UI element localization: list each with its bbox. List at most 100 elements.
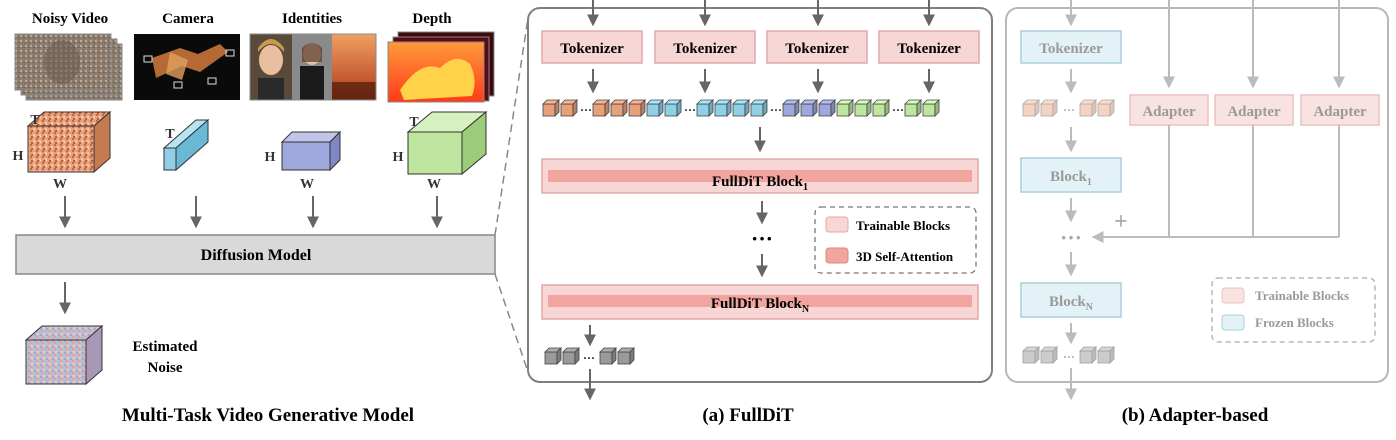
token-ellipsis: ··· [892,103,904,117]
depth-latent-cube [406,110,488,176]
fulldit-token-row: ············ [542,99,940,117]
adapter-block-3: Adapter [1300,94,1380,126]
token-ellipsis: ··· [580,103,592,117]
adapter-panel: Tokenizer ··· Adapter Adapter Adapter + … [1005,0,1389,426]
axis-w-identity: W [300,177,314,192]
token-cube [664,99,682,117]
estimated-noise-label-line2: Noise [148,360,183,376]
token-ellipsis: ··· [583,351,595,365]
token-cube [800,99,818,117]
token-cube [922,99,940,117]
token-cube [1097,99,1115,117]
token-cube [904,99,922,117]
token-cube [872,99,890,117]
input-label-identities: Identities [282,11,342,27]
legend-attention-swatch [825,247,849,264]
token-cube [542,99,560,117]
estimated-noise-label-line1: Estimated [133,339,199,355]
input-label-noisy-video: Noisy Video [32,11,108,27]
token-cube [628,99,646,117]
legend-trainable-swatch-b [1221,287,1245,304]
token-cube [646,99,664,117]
camera-trajectory-thumbnail [134,34,240,100]
svg-text:Tokenizer: Tokenizer [673,41,737,57]
axis-h-video: H [13,149,24,164]
axis-w-video: W [53,177,67,192]
legend-frozen-swatch [1221,314,1245,331]
output-token-cube [1079,346,1097,364]
legend-trainable-label: Trainable Blocks [856,218,950,233]
token-cube [560,99,578,117]
adapter-block-2: Adapter [1214,94,1294,126]
left-panel: Noisy Video Camera Identities Depth [13,11,496,426]
adapter-frozen-block-1: Block1 [1020,157,1122,193]
fulldit-panel: Tokenizer Tokenizer Tokenizer Tokenizer … [527,0,993,426]
svg-text:Tokenizer: Tokenizer [560,41,624,57]
svg-text:FullDiT Block1: FullDiT Block1 [712,174,808,193]
token-cube [732,99,750,117]
token-ellipsis: ··· [1063,103,1075,117]
token-cube [782,99,800,117]
left-caption: Multi-Task Video Generative Model [122,405,414,426]
adapter-caption: (b) Adapter-based [1122,405,1269,426]
token-cube [818,99,836,117]
output-token-cube [1040,346,1058,364]
adapter-legend: Trainable Blocks Frozen Blocks [1211,277,1376,343]
noisy-video-latent-cube [26,110,112,174]
adapter-plus-sign: + [1114,209,1128,235]
input-label-depth: Depth [412,11,452,27]
adapter-tokenizer: Tokenizer [1020,30,1122,64]
token-cube [1022,99,1040,117]
token-cube [750,99,768,117]
identity-photos-thumbnail [249,33,377,101]
adapter-block-1: Adapter [1129,94,1209,126]
legend-trainable-swatch [825,216,849,233]
fulldit-caption: (a) FullDiT [702,405,794,426]
fulldit-block-1: FullDiT Block1 [541,158,979,194]
identity-latent-cube [280,130,342,172]
svg-text:Tokenizer: Tokenizer [897,41,961,57]
fulldit-vertical-dots: ··· [751,226,773,251]
output-token-cube [1097,346,1115,364]
svg-text:FullDiT BlockN: FullDiT BlockN [711,296,810,315]
legend-frozen-label: Frozen Blocks [1255,315,1334,330]
axis-t-depth: T [409,115,419,130]
output-token-cube [1022,346,1040,364]
fulldit-block-n: FullDiT BlockN [541,284,979,320]
zoom-line-top [494,17,529,236]
diffusion-model-block [15,234,496,275]
axis-h-depth: H [393,150,404,165]
depth-map-thumbnail [387,31,495,103]
token-cube [1040,99,1058,117]
token-ellipsis: ··· [1063,350,1075,364]
estimated-noise-cube [24,324,104,386]
adapter-output-tokens: ··· [1022,346,1115,364]
output-token-cube [544,347,562,365]
fulldit-tokenizer-2: Tokenizer [654,30,756,64]
token-cube [696,99,714,117]
input-label-camera: Camera [162,11,214,27]
svg-text:Adapter: Adapter [1227,104,1281,120]
legend-attention-label: 3D Self-Attention [856,249,954,264]
axis-h-identity: H [265,150,276,165]
adapter-token-row: ··· [1022,99,1115,117]
svg-text:Adapter: Adapter [1142,104,1196,120]
legend-trainable-label-b: Trainable Blocks [1255,288,1349,303]
svg-text:BlockN: BlockN [1049,294,1094,313]
token-cube [714,99,732,117]
camera-latent-cube [162,118,210,172]
adapter-frozen-block-n: BlockN [1020,282,1122,318]
axis-w-depth: W [427,177,441,192]
zoom-line-bottom [494,273,529,373]
token-cube [592,99,610,117]
svg-text:Adapter: Adapter [1313,104,1367,120]
token-cube [854,99,872,117]
axis-t-camera: T [165,127,175,142]
token-cube [610,99,628,117]
token-ellipsis: ··· [770,103,782,117]
fulldit-tokenizer-4: Tokenizer [878,30,980,64]
token-cube [836,99,854,117]
output-token-cube [599,347,617,365]
output-token-cube [562,347,580,365]
